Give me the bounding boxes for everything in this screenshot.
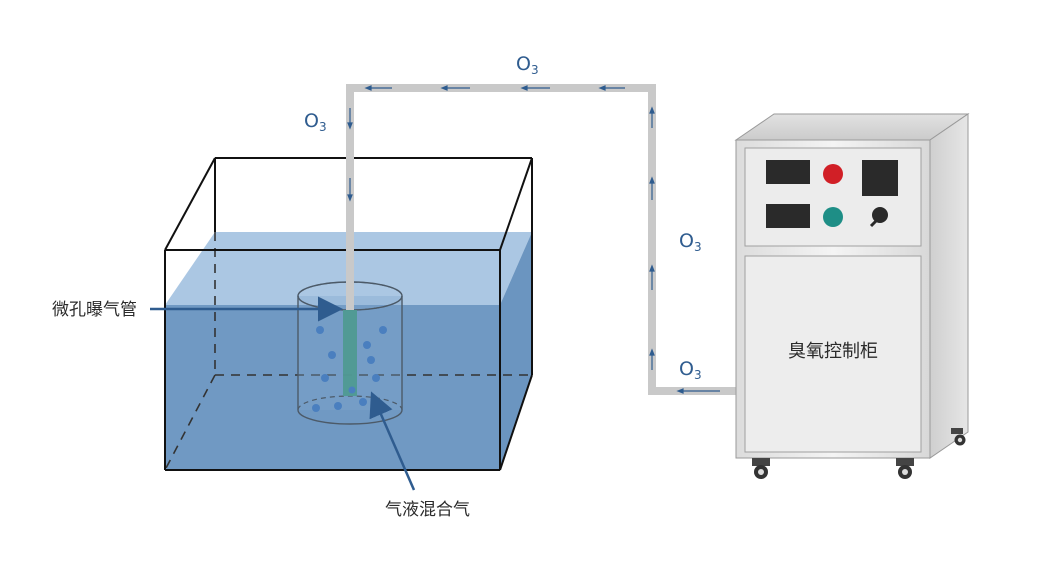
display-panel-2 xyxy=(862,160,898,196)
cabinet-side xyxy=(929,113,969,459)
tank-front-frame xyxy=(164,157,533,471)
o3-label-right-upper: O3 xyxy=(679,230,702,254)
ozone-control-cabinet xyxy=(734,113,970,479)
mixture-leader-arrow xyxy=(369,391,416,491)
o3-label-top: O3 xyxy=(516,53,539,77)
knob-icon xyxy=(869,207,888,228)
diffuser-label: 微孔曝气管 xyxy=(52,300,137,320)
gas-bubbles xyxy=(312,326,387,412)
cabinet-label: 臭氧控制柜 xyxy=(788,341,878,362)
display-panel-3 xyxy=(766,204,810,228)
tank-back-frame xyxy=(214,157,533,232)
aeration-tube xyxy=(343,310,357,396)
cabinet-top xyxy=(734,113,970,141)
power-button-icon xyxy=(823,164,843,184)
o3-label-left: O3 xyxy=(304,110,327,134)
caster-wheel-icon xyxy=(752,428,966,479)
o3-label-right-lower: O3 xyxy=(679,358,702,382)
tank-hidden-edges xyxy=(164,232,532,471)
mixture-label: 气液混合气 xyxy=(385,500,470,520)
cabinet-door xyxy=(744,255,922,453)
water-side xyxy=(500,232,532,470)
start-button-icon xyxy=(823,207,843,227)
water-front xyxy=(165,305,500,470)
flow-arrow-icon xyxy=(347,85,720,394)
display-panel-1 xyxy=(766,160,810,184)
